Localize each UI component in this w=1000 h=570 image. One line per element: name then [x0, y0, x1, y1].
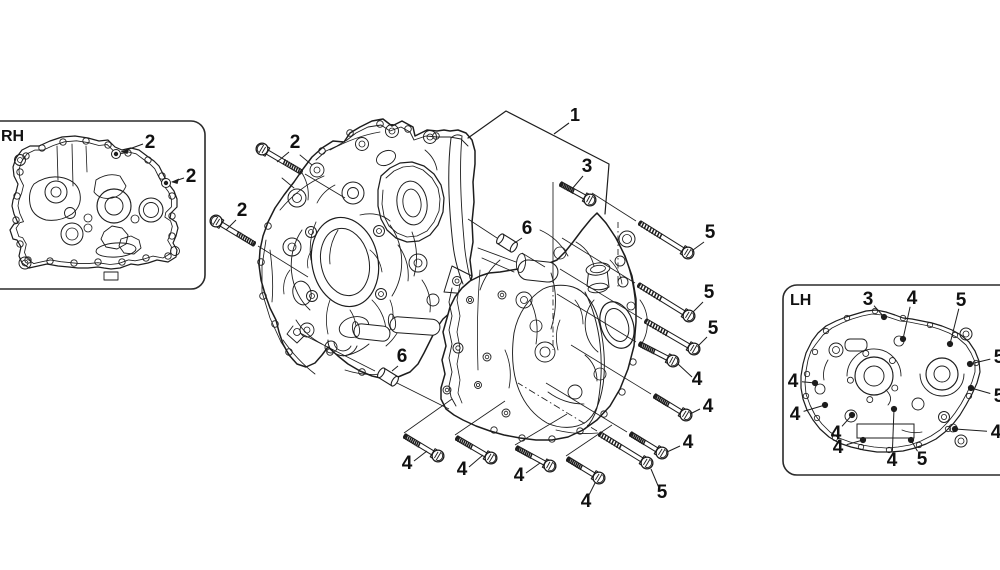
svg-text:5: 5 — [705, 222, 716, 243]
svg-text:4: 4 — [703, 396, 714, 417]
svg-text:4: 4 — [581, 491, 592, 512]
svg-text:4: 4 — [788, 371, 799, 392]
svg-text:4: 4 — [692, 369, 703, 390]
svg-text:2: 2 — [290, 132, 301, 153]
svg-text:RH: RH — [1, 128, 24, 145]
svg-text:4: 4 — [907, 288, 918, 309]
svg-text:6: 6 — [397, 346, 408, 367]
svg-text:6: 6 — [522, 218, 533, 239]
svg-text:3: 3 — [863, 289, 874, 310]
svg-text:4: 4 — [683, 432, 694, 453]
svg-text:2: 2 — [186, 166, 197, 187]
svg-text:5: 5 — [994, 386, 1000, 407]
svg-text:4: 4 — [457, 459, 468, 480]
svg-text:4: 4 — [831, 423, 842, 444]
svg-text:2: 2 — [237, 200, 248, 221]
svg-text:4: 4 — [514, 465, 525, 486]
svg-text:3: 3 — [582, 156, 593, 177]
svg-text:4: 4 — [402, 453, 413, 474]
svg-text:5: 5 — [708, 318, 719, 339]
svg-text:4: 4 — [833, 437, 844, 458]
svg-text:LH: LH — [790, 292, 811, 309]
svg-text:5: 5 — [917, 449, 928, 470]
svg-text:4: 4 — [790, 404, 801, 425]
svg-text:5: 5 — [994, 347, 1000, 368]
svg-text:5: 5 — [956, 290, 967, 311]
svg-text:5: 5 — [657, 482, 668, 503]
svg-text:2: 2 — [145, 132, 156, 153]
svg-text:4: 4 — [991, 422, 1000, 443]
svg-text:4: 4 — [887, 450, 898, 471]
svg-text:5: 5 — [704, 282, 715, 303]
svg-text:1: 1 — [570, 105, 580, 125]
